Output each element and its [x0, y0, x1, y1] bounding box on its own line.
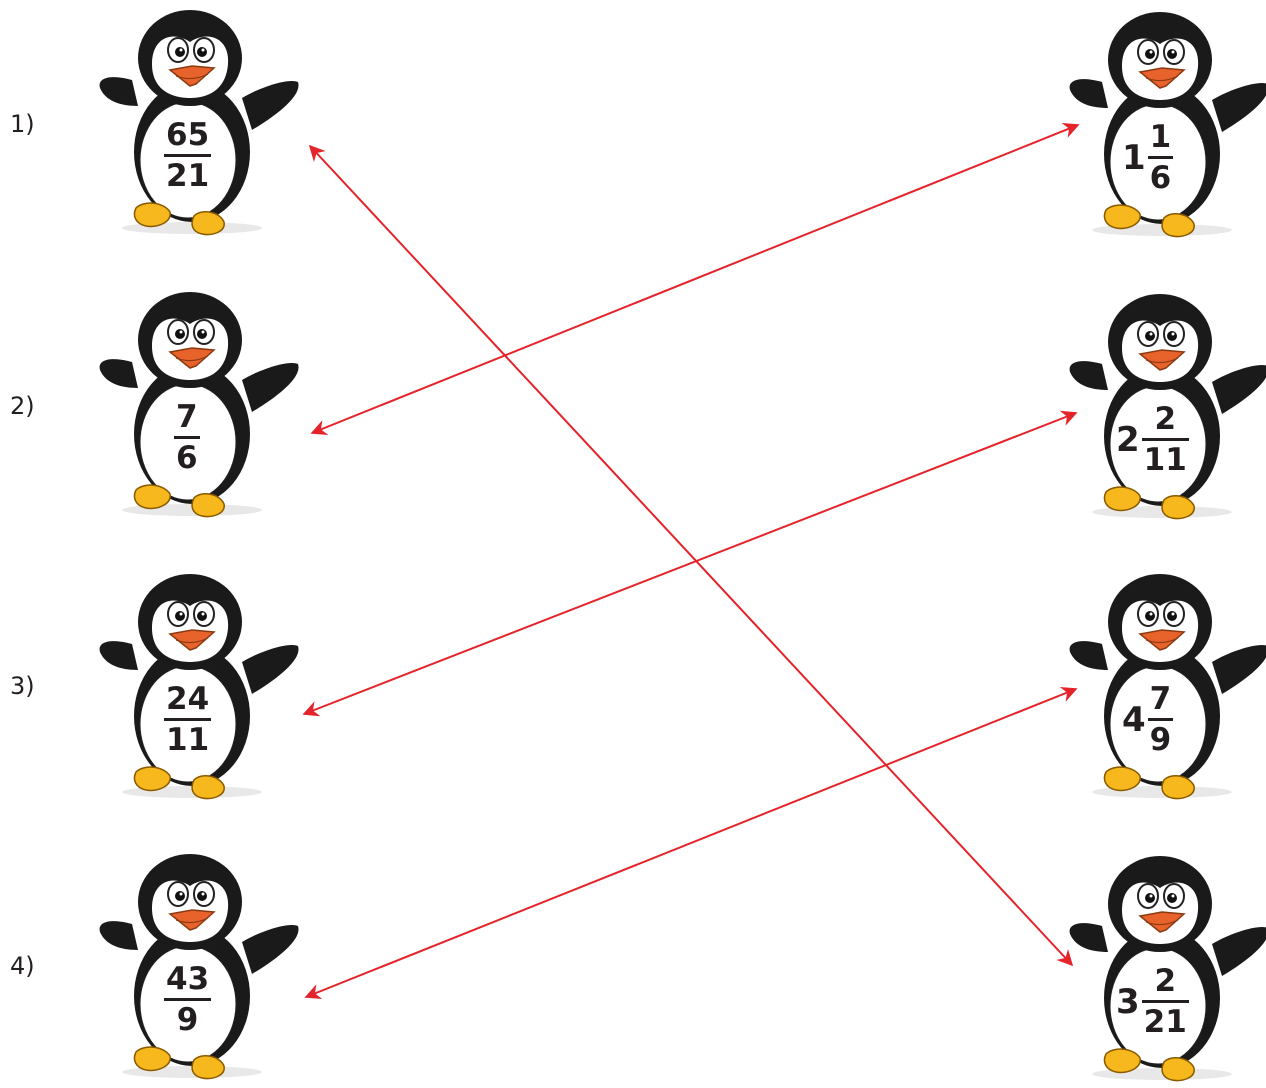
- left-fraction-4: 43 9: [164, 961, 212, 1039]
- fraction-denominator: 21: [166, 158, 210, 195]
- penguin-icon: [99, 292, 299, 518]
- row-label-1: 1): [10, 110, 35, 138]
- penguin-icon: [99, 854, 299, 1080]
- fraction-bar: [164, 154, 212, 158]
- left-penguin-4[interactable]: 43 9: [92, 846, 299, 1086]
- penguin-icon: [1069, 12, 1266, 238]
- fraction-numerator: 1: [1149, 119, 1172, 155]
- right-fraction-2: 2 2 11: [1116, 402, 1189, 477]
- fraction-bar: [164, 998, 212, 1002]
- fraction-numerator: 43: [166, 961, 210, 997]
- left-penguin-2[interactable]: 7 6: [92, 284, 299, 524]
- penguin-icon: [1069, 294, 1266, 520]
- fraction-whole: 2: [1116, 419, 1140, 460]
- fraction-denominator: 6: [176, 440, 198, 477]
- fraction-bar: [1147, 718, 1174, 722]
- penguin-icon: [1069, 856, 1266, 1082]
- fraction-denominator: 9: [1149, 722, 1172, 759]
- right-penguin-1[interactable]: 1 1 6: [1062, 4, 1266, 244]
- penguin-icon: [99, 574, 299, 800]
- fraction-bar: [1141, 438, 1189, 442]
- fraction-denominator: 21: [1143, 1004, 1187, 1041]
- fraction-stack: 7 9: [1147, 681, 1174, 759]
- left-fraction-1: 65 21: [164, 117, 212, 195]
- right-fraction-4: 3 2 21: [1116, 964, 1189, 1039]
- fraction-numerator: 7: [1149, 681, 1172, 717]
- left-penguin-3[interactable]: 24 11: [92, 566, 299, 806]
- fraction-denominator: 11: [166, 722, 210, 759]
- row-label-3: 3): [10, 672, 35, 700]
- fraction-whole: 4: [1122, 699, 1146, 740]
- fraction-denominator: 11: [1143, 442, 1187, 479]
- row-label-2: 2): [10, 392, 35, 420]
- fraction-stack: 7 6: [174, 400, 200, 475]
- fraction-numerator: 24: [166, 681, 210, 717]
- fraction-stack: 1 6: [1147, 119, 1174, 197]
- fraction-whole: 1: [1122, 137, 1146, 178]
- penguin-icon: [99, 10, 299, 236]
- left-penguin-1[interactable]: 65 21: [92, 2, 299, 242]
- fraction-stack: 2 21: [1141, 963, 1189, 1041]
- penguin-icon: [1069, 574, 1266, 800]
- fraction-numerator: 2: [1154, 963, 1177, 999]
- left-fraction-3: 24 11: [164, 681, 212, 759]
- fraction-numerator: 2: [1154, 401, 1177, 437]
- fraction-numerator: 7: [176, 399, 198, 435]
- fraction-stack: 2 11: [1141, 401, 1189, 479]
- fraction-bar: [164, 718, 212, 722]
- right-penguin-3[interactable]: 4 7 9: [1062, 566, 1266, 806]
- fraction-bar: [1147, 156, 1174, 160]
- fraction-whole: 3: [1116, 981, 1140, 1022]
- match-arrow-2: [310, 122, 1080, 436]
- fraction-stack: 65 21: [164, 117, 212, 195]
- right-fraction-1: 1 1 6: [1122, 119, 1174, 197]
- match-arrow-4: [304, 686, 1078, 1000]
- match-arrow-1: [308, 144, 1074, 967]
- fraction-denominator: 6: [1149, 160, 1172, 197]
- right-penguin-4[interactable]: 3 2 21: [1062, 848, 1266, 1088]
- fraction-stack: 43 9: [164, 961, 212, 1039]
- row-label-4: 4): [10, 952, 35, 980]
- left-fraction-2: 7 6: [174, 400, 200, 475]
- match-arrow-3: [302, 410, 1078, 717]
- right-penguin-2[interactable]: 2 2 11: [1062, 286, 1266, 526]
- right-fraction-3: 4 7 9: [1122, 681, 1174, 759]
- fraction-denominator: 9: [176, 1002, 199, 1039]
- fraction-bar: [174, 436, 200, 440]
- fraction-bar: [1141, 1000, 1189, 1004]
- fraction-numerator: 65: [166, 117, 210, 153]
- fraction-stack: 24 11: [164, 681, 212, 759]
